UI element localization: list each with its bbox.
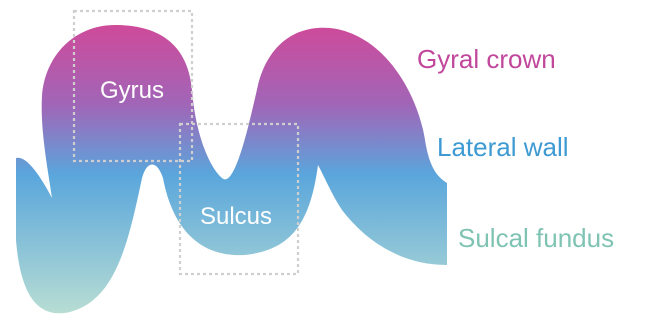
gyrus-label: Gyrus [100,77,164,104]
lateral-wall-label: Lateral wall [437,132,569,162]
sulcus-label: Sulcus [200,203,272,230]
sulcal-fundus-label: Sulcal fundus [458,223,614,253]
cortical-fold-shape [16,25,447,313]
gyral-crown-label: Gyral crown [417,44,556,74]
